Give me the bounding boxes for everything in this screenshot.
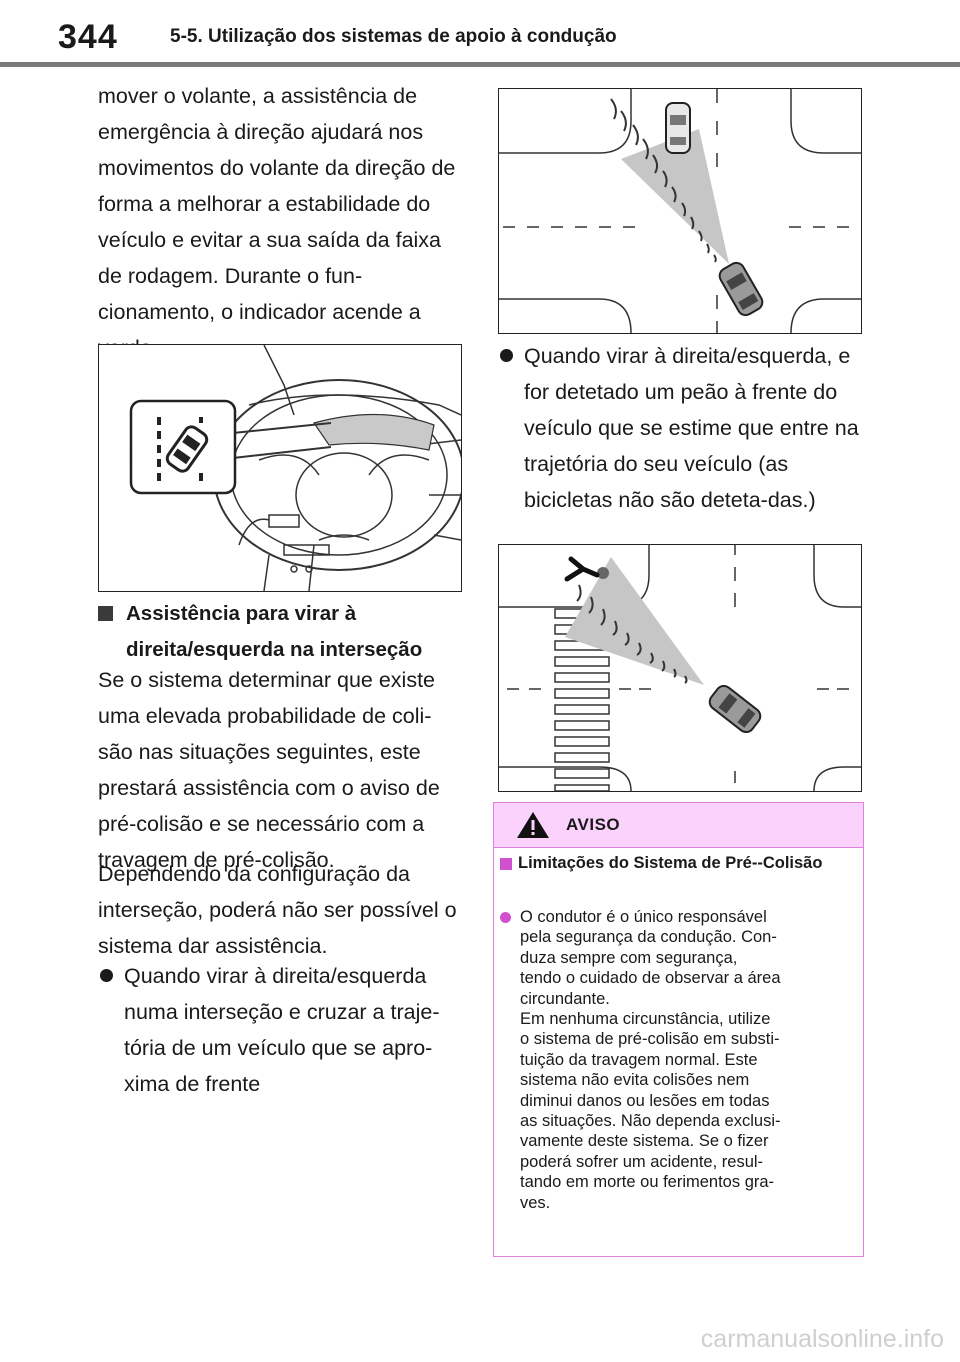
warning-header: AVISO <box>494 803 863 848</box>
pedestrian-illustration <box>499 545 861 791</box>
bullet-oncoming-vehicle: Quando virar à direita/esquerda numa int… <box>100 958 464 1102</box>
oncoming-vehicle-illustration <box>499 89 861 333</box>
bullet-pedestrian: Quando virar à direita/esquerda, e for d… <box>500 338 862 518</box>
section-title: 5-5. Utilização dos sistemas de apoio à … <box>170 26 617 47</box>
lane-departure-indicator-icon <box>129 399 237 495</box>
oncoming-car-icon <box>665 102 691 154</box>
own-car-icon <box>708 684 762 734</box>
own-car-icon <box>718 261 764 317</box>
warning-box: AVISO Limitações do Sistema de Pré--Coli… <box>493 802 864 1257</box>
bullet-icon <box>500 349 513 362</box>
steering-wheel-figure <box>98 344 462 592</box>
pedestrian-figure <box>498 544 862 792</box>
warning-label: AVISO <box>566 815 621 834</box>
warning-subheading: Limitações do Sistema de Pré--Colisão <box>500 853 850 873</box>
intro-paragraph: mover o volante, a assistência de emergê… <box>98 84 456 360</box>
bullet-icon <box>100 969 113 982</box>
intersection-paragraph-1-block: Se o sistema determinar que existe uma e… <box>98 662 464 878</box>
footer-watermark: carmanualsonline.info <box>700 1325 944 1353</box>
intersection-subheading: Assistência para virar à direita/esquerd… <box>98 596 468 668</box>
intersection-paragraph-2-block: Dependendo da configuração da interseção… <box>98 856 464 964</box>
steering-wheel-illustration <box>213 345 461 591</box>
intersection-paragraph-1: Se o sistema determinar que existe uma e… <box>98 668 440 872</box>
oncoming-vehicle-figure <box>498 88 862 334</box>
section-marker-icon <box>500 858 512 870</box>
warning-triangle-icon <box>517 812 549 838</box>
bullet-icon <box>500 912 511 923</box>
intro-paragraph-block: mover o volante, a assistência de emergê… <box>98 78 464 366</box>
page-number: 344 <box>58 18 118 56</box>
intersection-paragraph-2: Dependendo da configuração da interseção… <box>98 862 457 958</box>
warning-item: O condutor é o único responsável pela se… <box>500 907 852 1213</box>
section-marker-icon <box>98 606 113 621</box>
pedestrian-icon <box>564 556 609 582</box>
header-divider <box>0 62 960 67</box>
